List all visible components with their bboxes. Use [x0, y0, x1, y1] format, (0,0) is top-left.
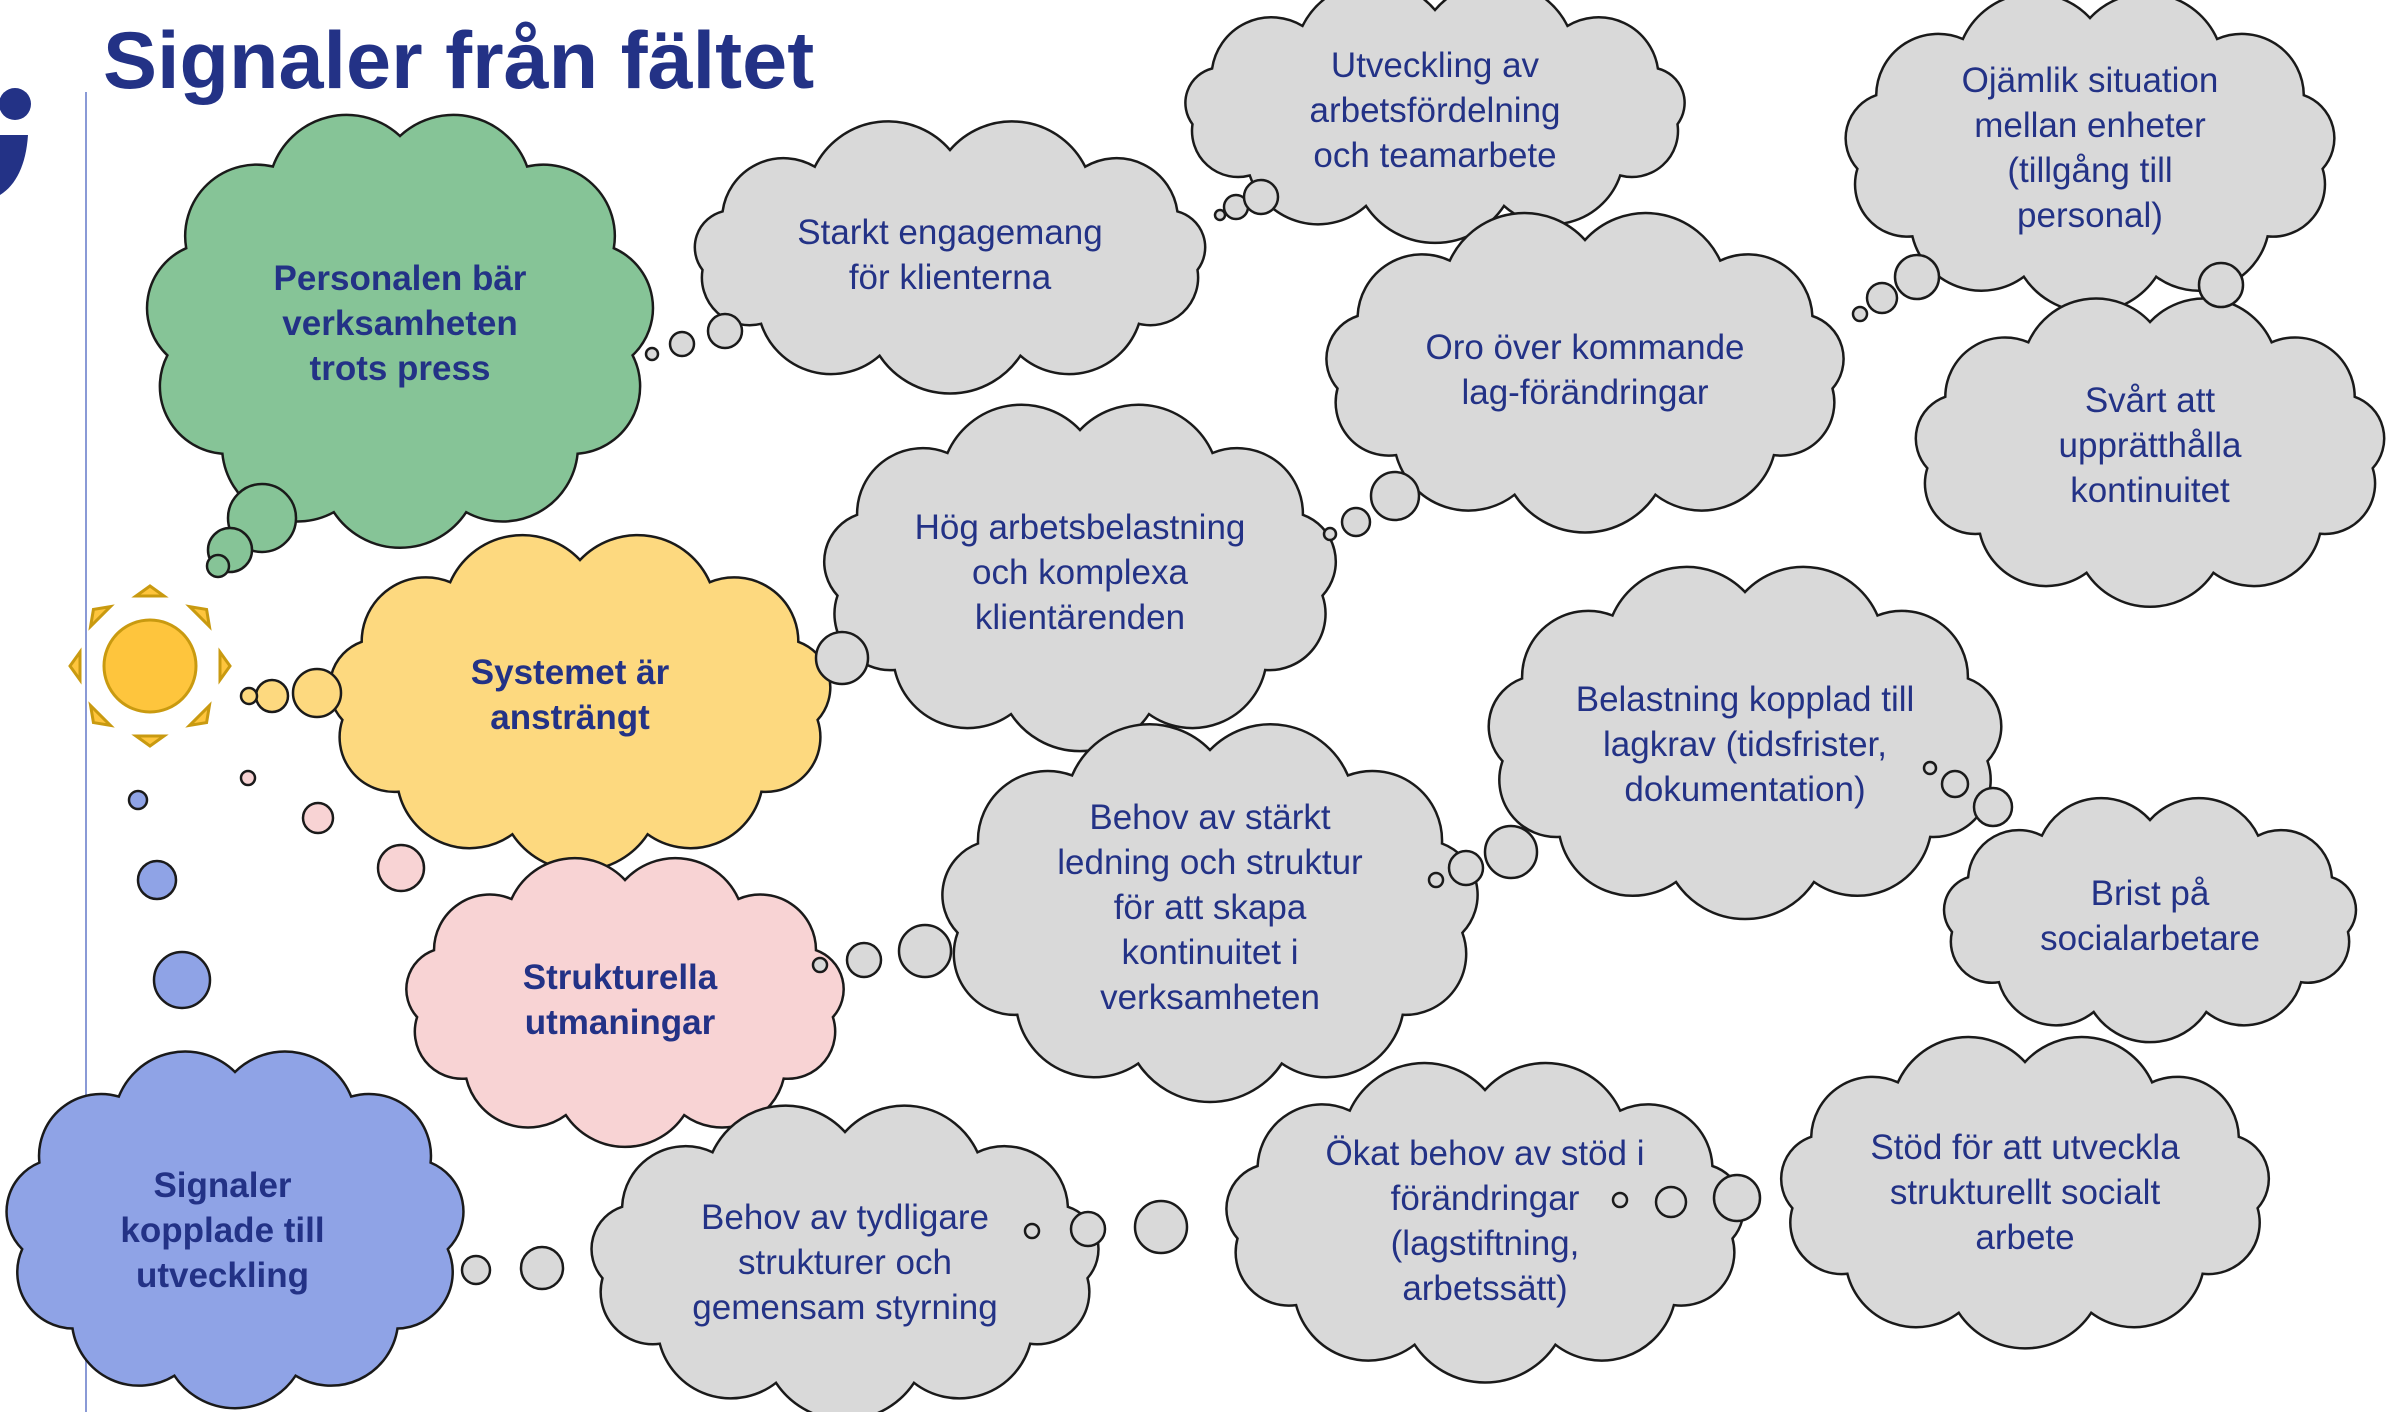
tyd-okat-2 — [1069, 1210, 1107, 1248]
page-title: Signaler från fältet — [103, 16, 815, 106]
oro-oj-1 — [1851, 305, 1869, 323]
oro-oj-2 — [1865, 281, 1899, 315]
logo-fragment — [0, 88, 31, 195]
oro-lagforandringar-cloud — [1325, 211, 1845, 534]
strukt-led-1 — [811, 956, 829, 974]
okat-stod-2 — [1654, 1185, 1688, 1219]
signaler-cloud — [5, 1050, 465, 1410]
led-bel-3 — [1483, 824, 1539, 880]
hog-oro-1 — [1322, 526, 1338, 542]
systemet-cloud — [328, 533, 832, 872]
signal-dot-2 — [136, 859, 178, 901]
sig-tyd-1 — [460, 1254, 492, 1286]
hog-oro-3 — [1369, 470, 1421, 522]
led-bel-2 — [1447, 849, 1485, 887]
systemet-tail-3 — [239, 686, 259, 706]
green-conn-1 — [644, 346, 660, 362]
led-bel-1 — [1427, 871, 1445, 889]
pink-dot-2 — [301, 801, 335, 835]
personalen-cloud — [145, 113, 655, 550]
hog-oro-2 — [1340, 506, 1372, 538]
green-conn-2 — [668, 330, 696, 358]
tyd-okat-3 — [1133, 1199, 1189, 1255]
signal-dot-1 — [127, 789, 149, 811]
hog-conn — [814, 630, 870, 686]
strukturella-cloud — [405, 856, 845, 1149]
util-conn-3 — [1242, 178, 1280, 216]
green-conn-3 — [706, 312, 744, 350]
okat-stod-1 — [1611, 1191, 1629, 1209]
systemet-tail-1 — [291, 667, 343, 719]
behov-ledning-cloud — [941, 723, 1479, 1104]
systemet-tail-2 — [254, 678, 290, 714]
starkt-engagemang-cloud — [693, 120, 1207, 395]
okat-stod-3 — [1712, 1173, 1762, 1223]
oj-svart — [2197, 261, 2245, 309]
bel-brist-3 — [1972, 786, 2014, 828]
bel-brist-1 — [1922, 760, 1938, 776]
sig-tyd-2 — [519, 1245, 565, 1291]
behov-tydligare-cloud — [590, 1104, 1100, 1412]
brist-socialarbetare-cloud — [1942, 796, 2358, 1044]
signal-dot-3 — [152, 950, 212, 1010]
hog-arbetsbelastning-cloud — [823, 403, 1337, 753]
strukt-led-2 — [845, 941, 883, 979]
left-rule — [85, 92, 87, 1412]
utveckling-arbetsfordelning-cloud — [1184, 0, 1686, 245]
strukt-led-3 — [897, 923, 953, 979]
tyd-okat-1 — [1023, 1222, 1041, 1240]
personalen-tail-3 — [205, 553, 231, 579]
sun-icon — [68, 584, 232, 748]
belastning-lagkrav-cloud — [1487, 565, 2003, 921]
stod-utveckla-cloud — [1779, 1035, 2271, 1350]
pink-dot-3 — [376, 843, 426, 893]
bel-brist-2 — [1940, 769, 1970, 799]
pink-dot-1 — [239, 769, 257, 787]
okat-behov-stod-cloud — [1225, 1061, 1745, 1384]
util-conn-1 — [1213, 208, 1227, 222]
oro-oj-3 — [1893, 253, 1941, 301]
svart-kontinuitet-cloud — [1914, 297, 2386, 608]
